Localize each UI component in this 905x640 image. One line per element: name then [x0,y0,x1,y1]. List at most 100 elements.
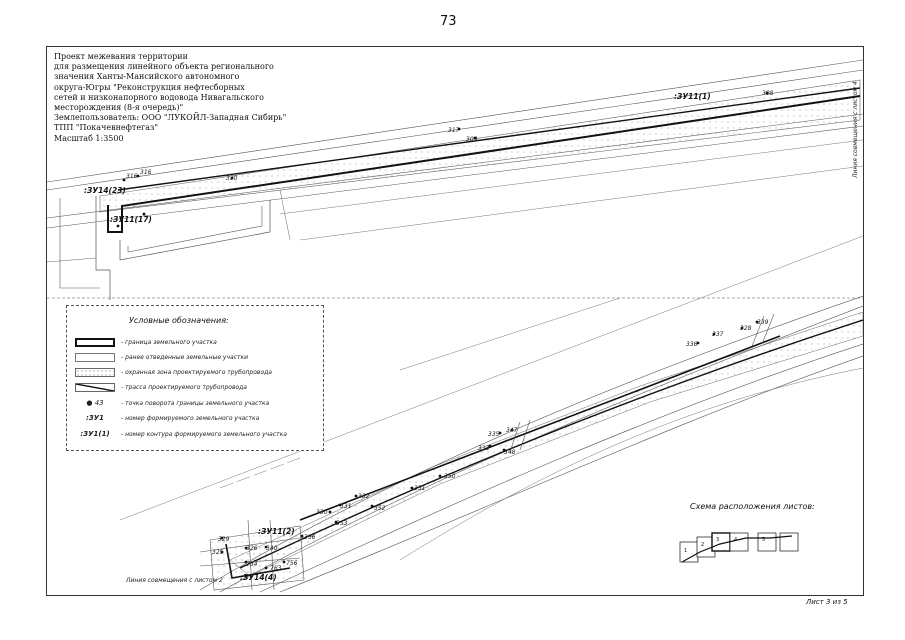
point-label: 333 [478,445,490,452]
plot-number-code: :ЗУ1 [85,414,105,422]
point-label: 330 [226,175,238,182]
legend-item-protection-zone: - охранная зона проектируемого трубопров… [75,366,272,378]
point-label: 356 [304,534,316,541]
parcel-line [199,535,315,553]
turning-point-marker [122,178,126,182]
point-label: 339 [757,319,769,326]
parcel-line [219,457,301,489]
scheme-route [681,535,793,563]
point-label: 308 [762,90,774,97]
title-line: сетей и низконапорного водовода Нивагаль… [54,92,264,102]
point-label: 350 [444,473,456,480]
title-line: месторождения (8-я очередь)" [54,103,184,113]
turning-point-marker [712,332,716,336]
legend-item-text: - охранная зона проектируемого трубопров… [121,368,272,376]
sheet-layout-scheme: 1 2 3 4 5 [679,532,799,563]
turning-points [116,91,769,570]
legend-item-text: - номер формируемого земельного участка [121,414,260,422]
point-label: 325 [212,549,224,556]
parcel-label-zu14-23: :ЗУ14(23) [84,186,126,195]
turning-point-marker [510,428,514,432]
point-label: 331 [340,503,351,510]
parcel-label-zu11-17: :ЗУ11(17) [110,215,152,224]
title-line: для размещения линейного объекта региона… [54,62,274,72]
turning-point-marker [220,536,224,540]
legend-item-text: - трасса проектируемого трубопровода [121,383,247,391]
title-line: значения Ханты-Мансийского автономного [54,72,240,82]
turning-point-marker [370,504,374,508]
turning-point-marker [502,448,506,452]
pipeline-route-symbol [75,382,115,392]
turning-point-marker [328,510,332,514]
parcel-line [47,257,97,263]
parcel-line [119,235,863,521]
turning-point-marker [755,320,759,324]
scale-line: Масштаб 1:3500 [54,133,124,143]
parcel-line [47,113,863,219]
point-label: 353 [336,520,348,527]
point-label: 316 [126,173,138,180]
turning-point-marker [410,486,414,490]
turning-point-marker [438,474,442,478]
turning-point-marker [244,560,248,564]
scheme-sheet-4 [729,532,749,552]
previous-plots-symbol [75,352,115,362]
point-label: 756 [286,560,298,567]
legend-item-text: - граница земельного участка [121,338,217,346]
land-plot-boundary [107,95,861,233]
pipeline-route-lower [239,319,863,569]
parcel-line [751,315,765,347]
turning-point-marker [264,545,268,549]
turning-point-marker [765,91,769,95]
point-label: 328 [740,325,752,332]
lower-corridor [109,235,863,593]
point-label: 329 [218,536,230,543]
point-label: 351 [414,485,425,492]
turning-point-marker [282,560,286,564]
parcel-line [279,139,863,215]
scheme-sheet-6 [779,532,799,552]
legend-item-previous-plots: - ранее отведенные земельные участки [75,351,248,363]
point-label: 763 [270,565,282,572]
previous-plot-outline [59,198,100,289]
point-label: 336 [686,341,698,348]
turning-point-marker [740,326,744,330]
point-label: 332 [358,493,370,500]
turning-point-marker [230,176,234,180]
turning-point-marker [334,520,338,524]
parcel-line [47,69,863,191]
previous-plot-outline [95,196,111,300]
pipeline-route-upper [117,87,861,191]
land-user-line: Землепользователь: ООО "ЛУКОЙЛ-Западная … [54,113,287,123]
legend-item-pipeline-route: - трасса проектируемого трубопровода [75,381,247,393]
turning-point-marker [300,534,304,538]
protection-zone-symbol [75,367,115,377]
page-number: 73 [440,14,457,29]
point-label: 337 [712,331,724,338]
parcel-label-zu11-2: :ЗУ11(2) [258,527,295,536]
parcel-line [47,125,863,229]
parcel-line [247,519,253,591]
legend-item-text: - ранее отведенные земельные участки [121,353,249,361]
scheme-sheet-number: 4 [734,537,737,543]
parcel-label-zu14-4: :ЗУ14(4) [240,573,277,582]
upper-corridor [47,59,863,300]
turning-point-marker [338,503,342,507]
turning-point-marker [473,136,477,140]
turning-point-marker [354,494,358,498]
point-label: 352 [374,505,386,512]
turning-point-marker [136,174,140,178]
point-label: 317 [448,127,460,134]
legend-item-plot-number: :ЗУ1 - номер формируемого земельного уча… [75,412,259,424]
sheet-scheme-title: Схема расположения листов: [690,502,815,511]
tpp-line: ТПП "Покачевнефтегаз" [54,123,159,133]
map-sheet-frame [46,46,864,596]
scheme-sheet-1 [679,541,699,563]
title-line: Проект межевания территории [54,52,188,61]
point-label: 330 [316,509,328,516]
protection-zone-lower [229,311,863,577]
turning-point-marker [116,224,120,228]
point-label: 335 [488,431,500,438]
parcel-line [47,59,863,183]
